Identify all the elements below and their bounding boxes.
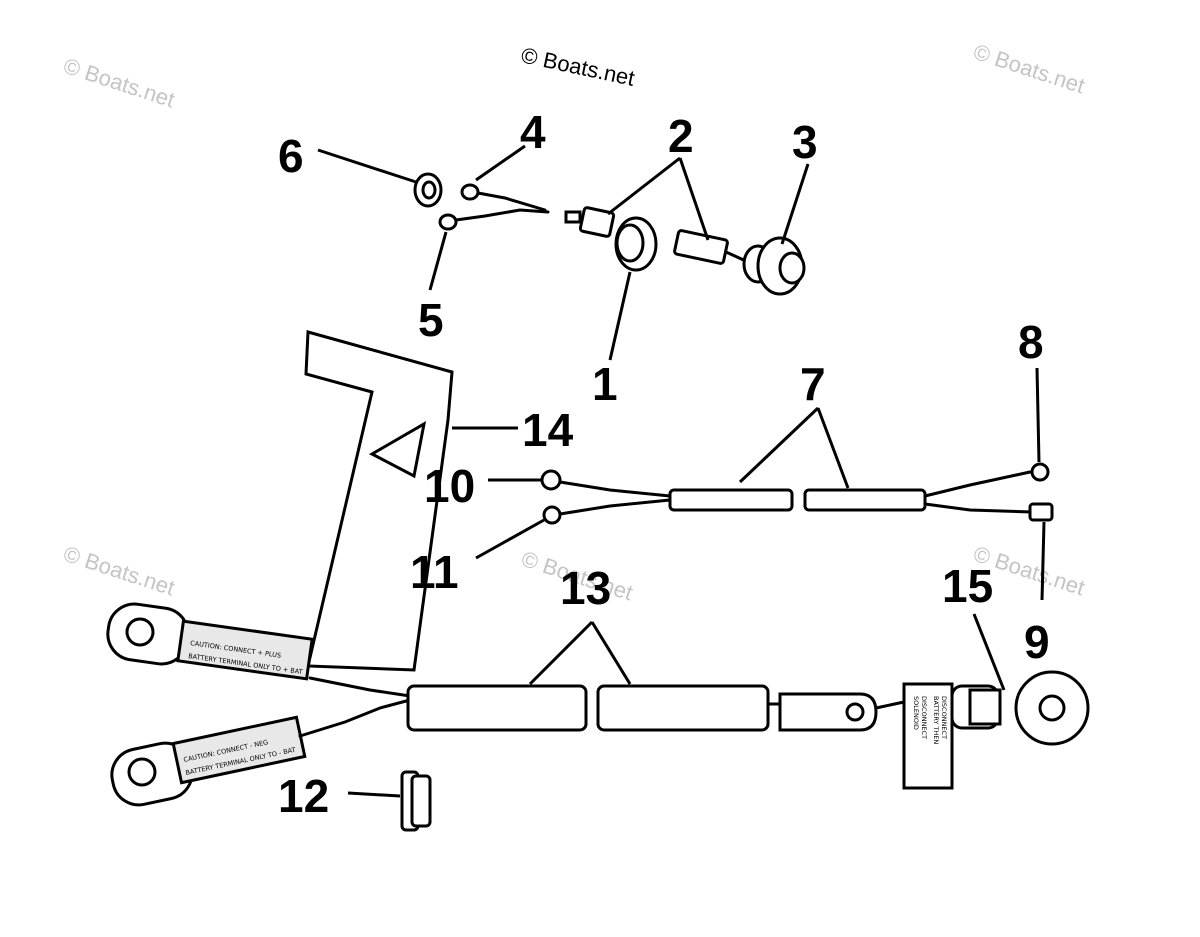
copyright-text: © Boats.net	[519, 42, 637, 90]
connector-small	[564, 210, 582, 224]
leader-lines	[317, 144, 1046, 798]
callout-2: 2	[668, 110, 694, 162]
boot-part-1	[614, 216, 658, 272]
callout-15: 15	[942, 560, 993, 612]
callout-14: 14	[522, 404, 574, 456]
callout-13: 13	[560, 562, 611, 614]
callout-4: 4	[520, 106, 546, 158]
watermark-top-left: © Boats.net	[60, 53, 177, 112]
watermark-mid-left: © Boats.net	[60, 541, 177, 600]
callout-6: 6	[278, 130, 304, 182]
callout-10: 10	[424, 460, 475, 512]
solenoid-tag-line4: SOLENOID	[912, 696, 920, 730]
solenoid-tag-line1: DISCONNECT	[940, 696, 948, 739]
battery-cable-positive: CAUTION: CONNECT + PLUS BATTERY TERMINAL…	[106, 602, 412, 698]
callout-1: 1	[592, 358, 618, 410]
sleeve-part-2b	[673, 229, 729, 265]
callout-7: 7	[800, 358, 826, 410]
callout-12: 12	[278, 770, 329, 822]
battery-cable-negative: CAUTION: CONNECT - NEG BATTERY TERMINAL …	[110, 698, 412, 807]
cable-part-13	[406, 684, 878, 732]
nut-part-6	[413, 172, 443, 208]
solenoid-tag: DISCONNECT BATTERY THEN DISCONNECT SOLEN…	[902, 682, 954, 790]
callout-5: 5	[418, 294, 444, 346]
grommet-part-12	[400, 770, 432, 832]
terminal-part-5	[438, 208, 550, 231]
tag-part-14	[304, 330, 454, 672]
solenoid-tag-line2: BATTERY THEN	[932, 696, 940, 744]
callouts: 1 2 3 4 5 6 7 8 9 10 11 12 13 14 15	[278, 106, 1050, 822]
callout-11: 11	[410, 546, 459, 598]
callout-8: 8	[1018, 316, 1044, 368]
lead-part-7	[540, 462, 1054, 525]
sleeve-part-2a	[578, 206, 616, 238]
solenoid-tag-line3: DISCONNECT	[920, 696, 928, 739]
switch-part-3	[724, 236, 806, 296]
terminal-part-4	[460, 183, 547, 212]
callout-3: 3	[792, 116, 818, 168]
terminal-part-15	[874, 670, 1090, 746]
watermark-top-right: © Boats.net	[970, 39, 1087, 98]
watermarks: © Boats.net © Boats.net © Boats.net © Bo…	[60, 39, 1087, 605]
callout-9: 9	[1024, 616, 1050, 668]
